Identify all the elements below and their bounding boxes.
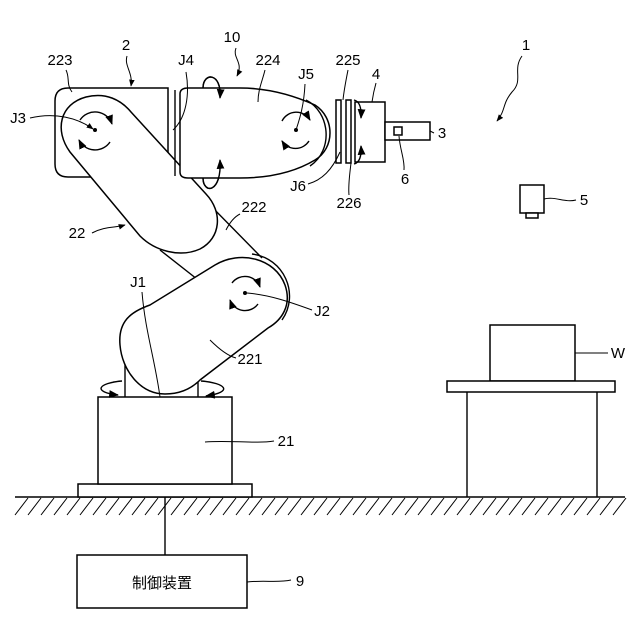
leader-2 <box>126 56 131 86</box>
tool-3 <box>385 122 430 140</box>
label-j1: J1 <box>130 274 146 291</box>
leader-22 <box>92 225 125 233</box>
leader-6 <box>399 136 404 170</box>
flange-226 <box>346 100 351 163</box>
label-226: 226 <box>336 195 361 212</box>
j3-axis-dot <box>93 128 97 132</box>
camera-lens <box>526 213 538 218</box>
leader-226 <box>349 163 351 195</box>
label-221: 221 <box>237 351 262 368</box>
leader-10 <box>235 48 239 76</box>
label-21: 21 <box>278 433 295 450</box>
label-9: 9 <box>296 573 304 590</box>
label-4: 4 <box>372 66 380 83</box>
label-10: 10 <box>224 29 241 46</box>
sensor-6 <box>394 127 402 135</box>
label-22: 22 <box>69 225 86 242</box>
label-j2: J2 <box>314 303 330 320</box>
workpiece-w <box>490 325 575 381</box>
controller-label: 制御装置 <box>132 574 192 592</box>
base-plate <box>78 484 252 497</box>
leader-21 <box>205 441 274 442</box>
j2-axis-dot <box>243 291 247 295</box>
label-3: 3 <box>438 125 446 142</box>
label-224: 224 <box>255 52 280 69</box>
flange-225 <box>336 100 341 163</box>
ground-hatching <box>15 498 626 515</box>
label-222: 222 <box>241 199 266 216</box>
label-5: 5 <box>580 192 588 209</box>
label-j4: J4 <box>178 52 194 69</box>
label-j3: J3 <box>10 110 26 127</box>
label-j6: J6 <box>290 178 306 195</box>
table-top <box>447 381 615 392</box>
label-2: 2 <box>122 37 130 54</box>
leader-5 <box>544 198 576 201</box>
camera-5 <box>520 185 544 213</box>
label-223: 223 <box>47 52 72 69</box>
label-6: 6 <box>401 171 409 188</box>
label-1: 1 <box>522 37 530 54</box>
label-w: W <box>611 345 626 362</box>
leader-4 <box>372 83 376 102</box>
label-j5: J5 <box>298 66 314 83</box>
j1-rotation-arrow-right <box>201 381 224 396</box>
leader-225 <box>343 70 348 100</box>
j1-rotation-arrow-left <box>101 381 122 395</box>
base-21 <box>98 397 232 484</box>
hand-4 <box>355 102 385 162</box>
leader-9 <box>247 580 291 582</box>
label-225: 225 <box>335 52 360 69</box>
leader-1 <box>497 56 522 121</box>
